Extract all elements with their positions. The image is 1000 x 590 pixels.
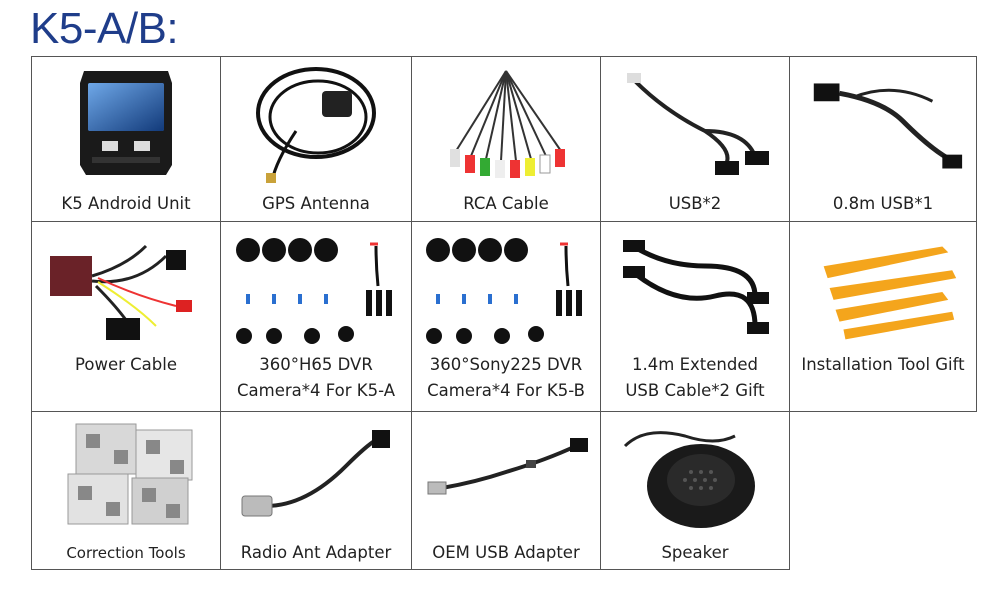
cell-radio-ant-adapter: Radio Ant Adapter [220,411,412,570]
power-harness-icon [36,226,216,350]
rca-cable-icon [416,61,596,187]
cell-installation-tool: Installation Tool Gift [789,221,977,412]
cell-gps-antenna: GPS Antenna [220,56,412,222]
cell-power-cable: Power Cable [31,221,221,412]
item-label: RCA Cable [463,194,549,213]
camera-set-icon [416,226,596,350]
item-label: Radio Ant Adapter [240,543,392,562]
usb-cable-icon [605,61,785,187]
speaker-icon [605,416,785,536]
cell-rca-cable: RCA Cable [411,56,601,222]
item-label: 0.8m USB*1 [832,194,934,213]
calibration-cloth-icon [36,416,216,536]
pry-tool-icon [794,226,972,350]
gps-antenna-icon [225,61,407,187]
cell-speaker: Speaker [600,411,790,570]
usb-extension-icon [605,226,785,350]
item-label: OEM USB Adapter [432,543,580,562]
item-label: Installation Tool Gift [801,355,965,374]
cell-usb-08m: 0.8m USB*1 [789,56,977,222]
item-label: GPS Antenna [262,194,370,213]
head-unit-icon [36,61,216,187]
page-title: K5-A/B: [30,4,179,53]
camera-set-icon [225,226,407,350]
item-label: Correction Tools [66,544,186,562]
cell-correction-tools: Correction Tools [31,411,221,570]
usb-cable-icon [794,61,972,187]
oem-usb-icon [416,416,596,536]
cell-oem-usb-adapter: OEM USB Adapter [411,411,601,570]
cell-usb-2: USB*2 [600,56,790,222]
antenna-adapter-icon [225,416,407,536]
item-label: Power Cable [75,355,177,374]
item-label: K5 Android Unit [61,194,191,213]
item-label: Speaker [661,543,729,562]
item-label: USB*2 [668,194,722,213]
cell-k5-android-unit: K5 Android Unit [31,56,221,222]
